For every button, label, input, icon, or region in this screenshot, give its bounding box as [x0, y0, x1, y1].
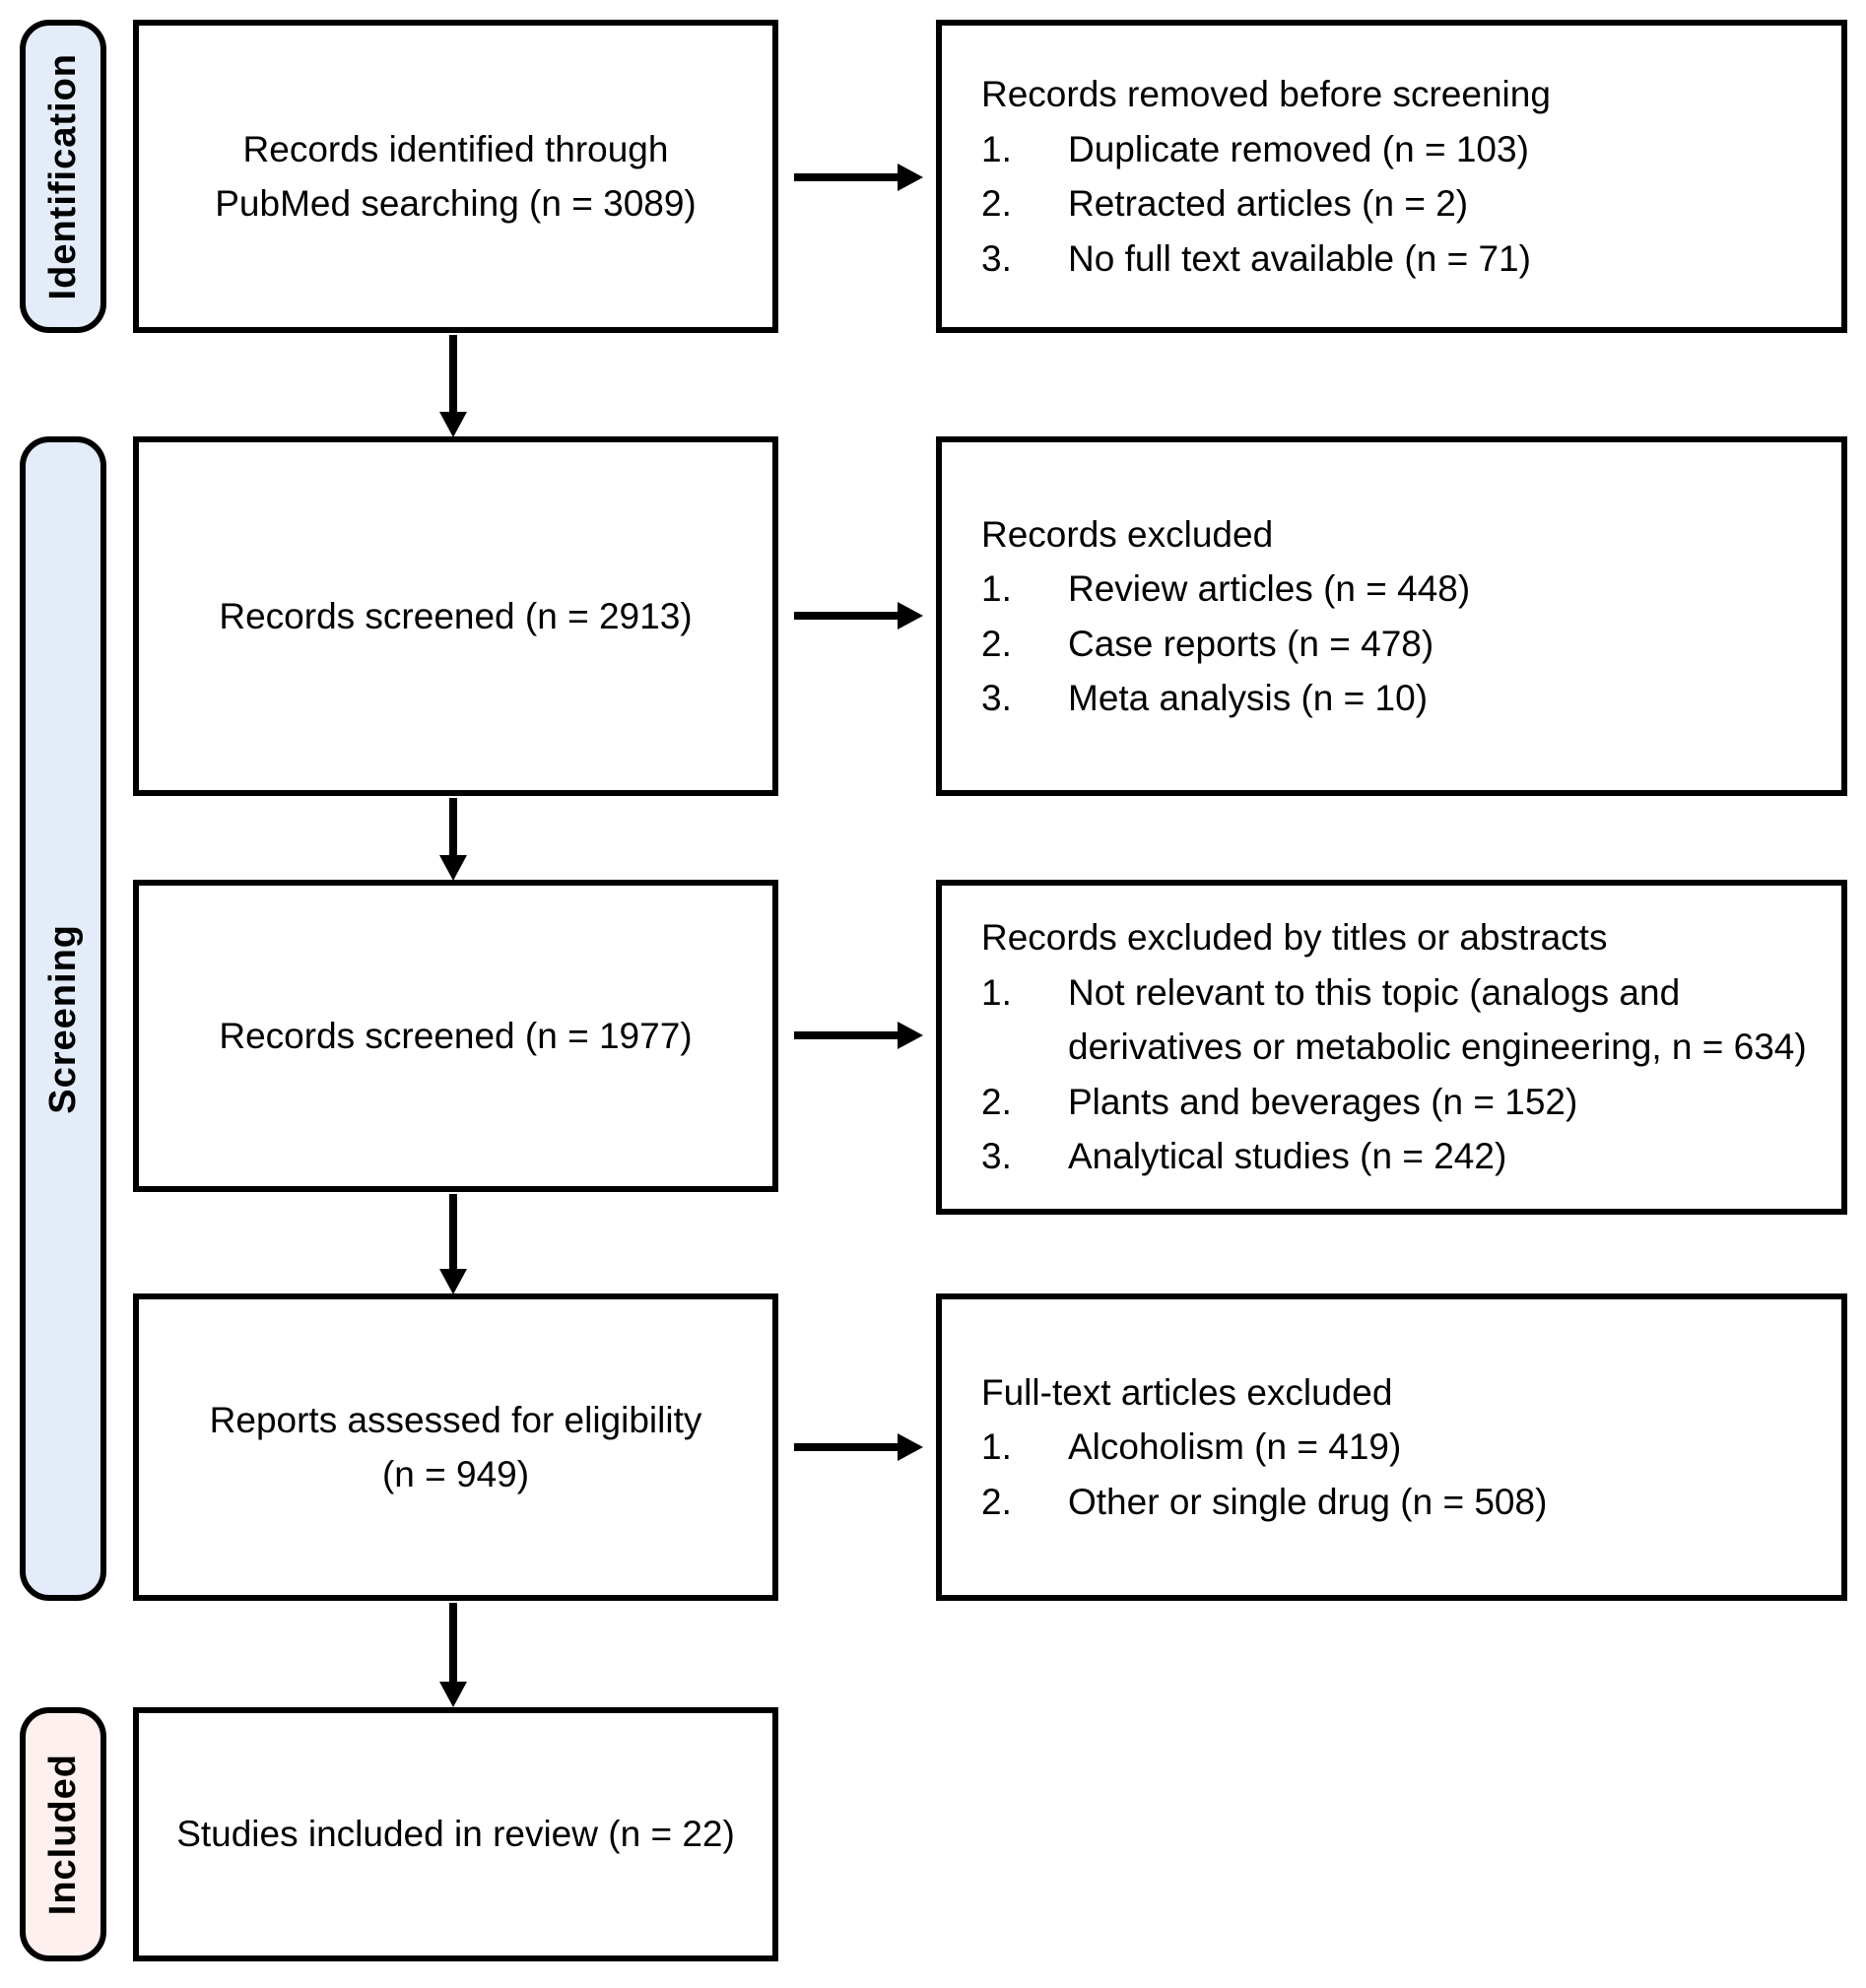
- exclusion-box-titles-abstracts-title: Records excluded by titles or abstracts: [981, 917, 1608, 959]
- arrow-right-assessed-to-fulltext-icon: [794, 1443, 898, 1451]
- exclusion-item: Review articles (n = 448): [981, 562, 1471, 616]
- arrow-down-assessed-to-included-icon: [449, 1603, 457, 1682]
- flow-box-records-identified-line1: Records identified through: [242, 128, 669, 169]
- stage-label-included-text: Included: [41, 1753, 84, 1916]
- stage-label-screening: Screening: [20, 436, 106, 1601]
- exclusion-item: Meta analysis (n = 10): [981, 671, 1429, 725]
- flow-box-studies-included-line1: Studies included in review (n = 22): [176, 1814, 735, 1855]
- flow-box-records-identified: Records identified through PubMed search…: [133, 20, 778, 333]
- exclusion-box-removed-before-screening-title: Records removed before screening: [981, 74, 1551, 114]
- flow-box-records-screened-1-line1: Records screened (n = 2913): [219, 595, 693, 636]
- flow-box-records-identified-line2: PubMed searching (n = 3089): [215, 183, 697, 224]
- arrow-down-screened2-to-assessed-icon: [449, 1194, 457, 1269]
- flow-box-records-screened-2: Records screened (n = 1977): [133, 880, 778, 1192]
- arrow-right-screened2-to-excluded-icon: [794, 1031, 898, 1039]
- exclusion-box-removed-before-screening: Records removed before screening Duplica…: [936, 20, 1847, 333]
- exclusion-box-titles-abstracts-list: Not relevant to this topic (analogs and …: [981, 965, 1814, 1184]
- exclusion-box-fulltext-excluded: Full-text articles excluded Alcoholism (…: [936, 1293, 1847, 1601]
- stage-label-screening-text: Screening: [41, 923, 84, 1114]
- stage-label-included: Included: [20, 1707, 106, 1961]
- flow-box-records-screened-1: Records screened (n = 2913): [133, 436, 778, 796]
- arrow-right-screened1-to-excluded-icon: [794, 612, 898, 620]
- exclusion-item: Duplicate removed (n = 103): [981, 122, 1529, 176]
- flow-box-studies-included: Studies included in review (n = 22): [133, 1707, 778, 1961]
- flow-box-records-screened-2-line1: Records screened (n = 1977): [219, 1015, 693, 1056]
- stage-label-identification-text: Identification: [41, 52, 84, 300]
- exclusion-item: Plants and beverages (n = 152): [981, 1075, 1578, 1129]
- exclusion-item: Case reports (n = 478): [981, 617, 1434, 671]
- exclusion-item: Alcoholism (n = 419): [981, 1420, 1402, 1474]
- arrow-right-identified-to-removed-icon: [794, 173, 898, 181]
- exclusion-item: Analytical studies (n = 242): [981, 1129, 1507, 1183]
- exclusion-item: Retracted articles (n = 2): [981, 176, 1469, 231]
- exclusion-box-records-excluded-list: Review articles (n = 448) Case reports (…: [981, 562, 1814, 726]
- arrow-down-screened1-to-screened2-icon: [449, 798, 457, 855]
- flow-box-reports-assessed-line2: (n = 949): [381, 1454, 530, 1494]
- stage-label-identification: Identification: [20, 20, 106, 333]
- exclusion-box-titles-abstracts: Records excluded by titles or abstracts …: [936, 880, 1847, 1215]
- flow-box-reports-assessed: Reports assessed for eligibility (n = 94…: [133, 1293, 778, 1601]
- exclusion-box-records-excluded: Records excluded Review articles (n = 44…: [936, 436, 1847, 796]
- exclusion-item: Not relevant to this topic (analogs and …: [981, 965, 1807, 1068]
- exclusion-item: No full text available (n = 71): [981, 232, 1531, 286]
- exclusion-box-fulltext-excluded-title: Full-text articles excluded: [981, 1371, 1393, 1413]
- exclusion-box-removed-before-screening-list: Duplicate removed (n = 103) Retracted ar…: [981, 122, 1814, 287]
- arrow-down-identified-to-screened-icon: [449, 335, 457, 412]
- flow-box-reports-assessed-line1: Reports assessed for eligibility: [209, 1399, 702, 1440]
- exclusion-item: Other or single drug (n = 508): [981, 1475, 1548, 1529]
- exclusion-box-fulltext-excluded-list: Alcoholism (n = 419) Other or single dru…: [981, 1420, 1814, 1529]
- exclusion-box-records-excluded-title: Records excluded: [981, 513, 1274, 555]
